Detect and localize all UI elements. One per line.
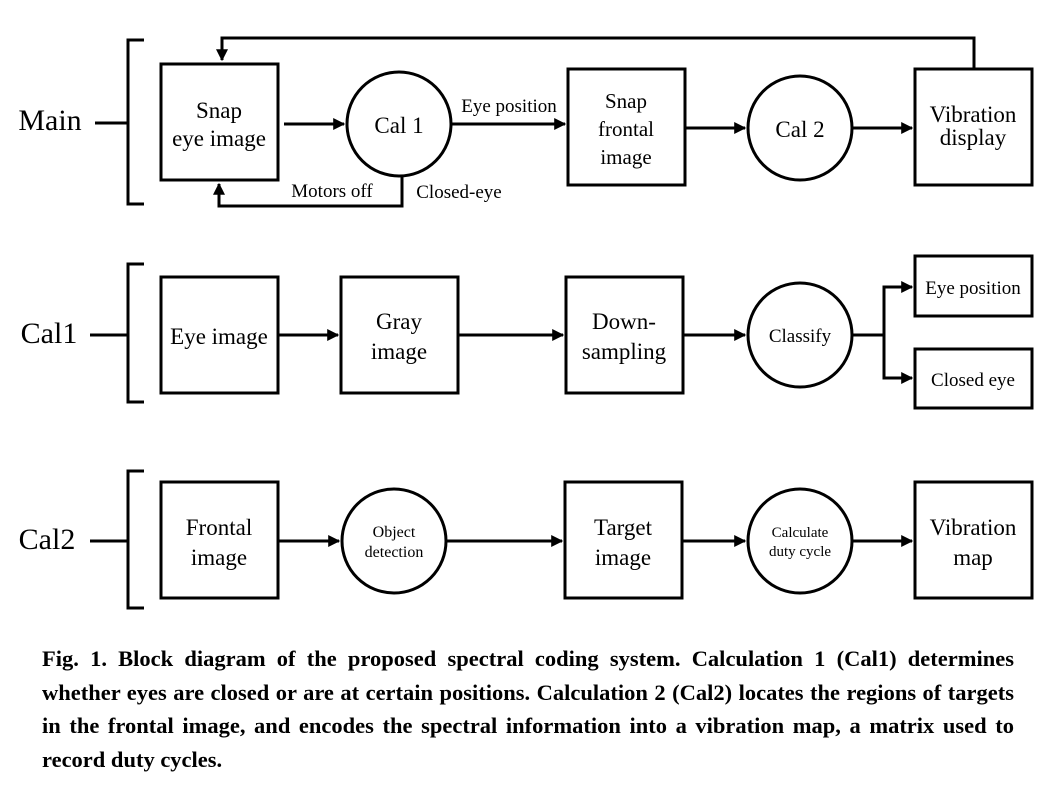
node-calculate-duty-cycle-line-1: Calculate: [772, 525, 829, 541]
node-object-detection-line-1: Object: [373, 524, 416, 541]
node-vibration-display-line-1: Vibration: [930, 102, 1017, 127]
arrow-classify-to-eye-position: [882, 281, 914, 335]
node-snap-frontal-image: [566, 67, 687, 187]
node-snap-eye-image-line-2: eye image: [172, 126, 266, 151]
node-frontal-image-line-2: image: [191, 545, 247, 570]
node-eye-image-label: Eye image: [170, 324, 268, 349]
node-vibration-map-line-2: map: [953, 545, 993, 570]
node-frontal-image: [159, 480, 280, 600]
node-calculate-duty-cycle: [746, 487, 854, 595]
brace-cal2: [126, 469, 144, 610]
node-gray-image-line-2: image: [371, 339, 427, 364]
node-eye-image: [159, 275, 280, 395]
row-label-cal1: Cal1: [21, 317, 78, 350]
row-label-cal2: Cal2: [19, 523, 76, 556]
edge-label-eye-position: Eye position: [461, 96, 557, 117]
node-snap-frontal-image-line-2: frontal: [598, 117, 654, 141]
node-gray-image-line-1: Gray: [376, 309, 422, 334]
row-label-main: Main: [18, 104, 81, 137]
node-vibration-map-line-1: Vibration: [930, 515, 1017, 540]
node-target-image-line-2: image: [595, 545, 651, 570]
node-frontal-image-line-1: Frontal: [186, 515, 252, 540]
node-down-sampling-line-1: Down-: [592, 309, 656, 334]
node-vibration-display-line-2: display: [940, 125, 1007, 150]
node-snap-eye-image-line-1: Snap: [196, 98, 242, 123]
node-target-image: [563, 480, 684, 600]
node-cal-1-label: Cal 1: [374, 113, 423, 138]
node-snap-frontal-image-line-3: image: [600, 145, 651, 169]
arrow-loop-display-to-snap-eye: [216, 36, 976, 69]
node-eye-position-out-label: Eye position: [925, 278, 1021, 299]
node-eye-position-out: [913, 254, 1034, 318]
node-closed-eye-out-label: Closed eye: [931, 370, 1015, 391]
brace-main: [126, 38, 144, 206]
node-cal-2-label: Cal 2: [775, 117, 824, 142]
node-closed-eye-out: [913, 347, 1034, 410]
node-vibration-display: [913, 67, 1034, 187]
figure-caption: Fig. 1. Block diagram of the proposed sp…: [42, 646, 1014, 772]
node-down-sampling-line-2: sampling: [582, 339, 667, 364]
node-target-image-line-1: Target: [594, 515, 653, 540]
node-classify-label: Classify: [769, 326, 832, 347]
edge-label-motors-off: Motors off: [291, 181, 373, 202]
node-gray-image: [339, 275, 460, 395]
node-object-detection-line-2: detection: [365, 544, 424, 561]
node-calculate-duty-cycle-line-2: duty cycle: [769, 544, 831, 560]
arrow-classify-to-closed-eye: [882, 335, 914, 384]
node-vibration-map: [913, 480, 1034, 600]
node-object-detection: [340, 487, 448, 595]
edge-label-closed-eye: Closed-eye: [416, 182, 501, 203]
block-diagram: Main Snap eye image Cal 1 Snap frontal i…: [18, 36, 1034, 610]
brace-cal1: [126, 262, 144, 404]
node-snap-eye-image: [159, 62, 280, 182]
node-down-sampling: [564, 275, 685, 395]
node-snap-frontal-image-line-1: Snap: [605, 89, 647, 113]
arrow-closed-eye-loop: [213, 176, 404, 208]
